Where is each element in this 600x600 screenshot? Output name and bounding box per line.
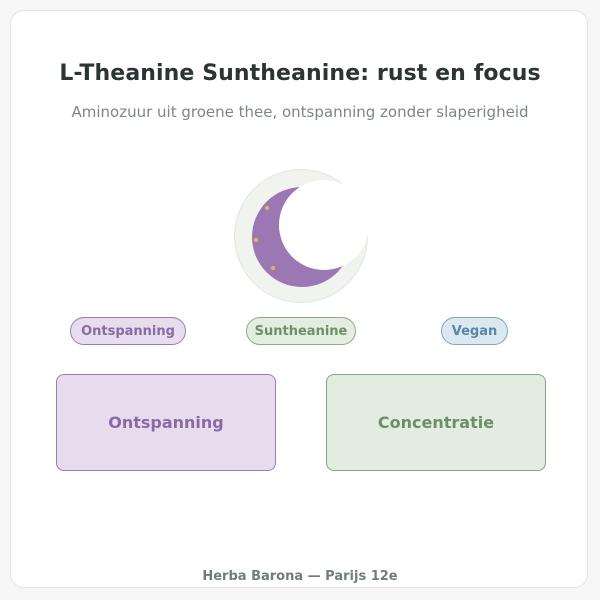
page-title: L-Theanine Suntheanine: rust en focus xyxy=(59,61,541,86)
star-dot xyxy=(253,237,259,243)
page-subtitle: Aminozuur uit groene thee, ontspanning z… xyxy=(71,103,529,121)
footer-text: Herba Barona — Parijs 12e xyxy=(202,569,398,584)
benefit-box-concentratie: Concentratie xyxy=(326,374,546,471)
moon-emblem xyxy=(234,169,369,303)
crescent-moon-icon xyxy=(252,180,369,287)
benefit-label: Ontspanning xyxy=(108,413,224,432)
benefit-label: Concentratie xyxy=(377,413,495,432)
moon-shadow xyxy=(279,180,369,270)
star-dot xyxy=(270,265,276,271)
benefit-box-ontspanning: Ontspanning xyxy=(56,374,276,471)
star-dot xyxy=(264,205,270,211)
tag-suntheanine: Suntheanine xyxy=(246,317,356,345)
info-card: L-Theanine Suntheanine: rust en focus Am… xyxy=(10,10,588,588)
tag-vegan: Vegan xyxy=(441,317,508,345)
tag-ontspanning: Ontspanning xyxy=(70,317,186,345)
